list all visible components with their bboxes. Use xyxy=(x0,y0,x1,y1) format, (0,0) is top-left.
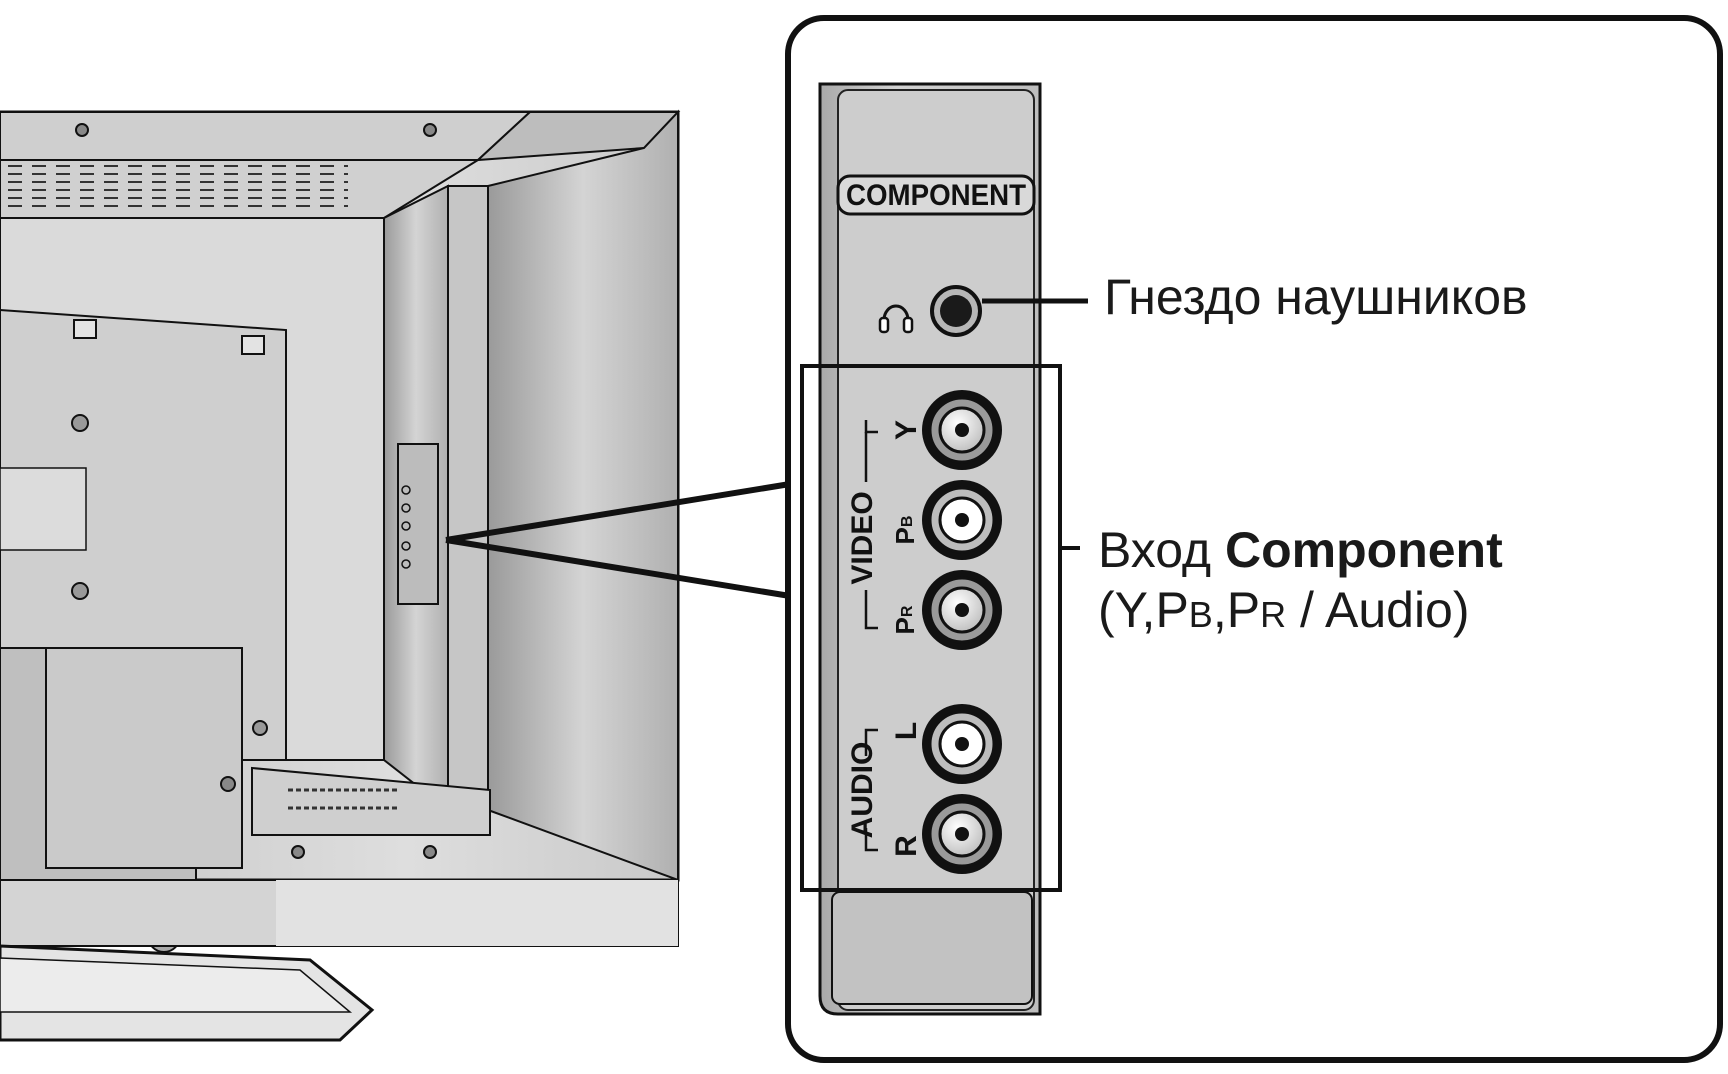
jack-label-pb-main: P xyxy=(890,527,920,544)
component-line2-r: R xyxy=(1260,594,1287,635)
component-callout-bold: Component xyxy=(1225,522,1503,578)
jack-audio-l[interactable] xyxy=(922,704,1002,784)
jack-label-pr-sub: R xyxy=(899,605,916,617)
video-group-label: VIDEO xyxy=(846,491,879,584)
tv-rear-illustration xyxy=(0,109,681,1042)
jack-label-y: Y xyxy=(890,420,923,440)
component-callout-line2: (Y,PB,PR / Audio) xyxy=(1098,580,1503,645)
jack-label-l: L xyxy=(890,722,923,740)
video-bracket xyxy=(864,420,878,630)
svg-text:PR: PR xyxy=(890,605,920,634)
headphone-jack[interactable] xyxy=(930,285,982,337)
jack-label-pb: PB xyxy=(890,516,920,545)
component-panel: COMPONENT VIDEO AUDIO Y PB xyxy=(818,82,1042,1016)
audio-bracket xyxy=(864,728,878,852)
jack-audio-r[interactable] xyxy=(922,794,1002,874)
component-line2-mid: ,P xyxy=(1212,582,1261,638)
component-callout-prefix: Вход xyxy=(1098,522,1226,578)
component-header-badge xyxy=(836,174,1036,216)
svg-text:PB: PB xyxy=(890,516,920,545)
vent-grille xyxy=(8,165,348,273)
jack-pr[interactable] xyxy=(922,570,1002,650)
audio-group-label: AUDIO xyxy=(846,742,879,839)
jack-label-pb-sub: B xyxy=(899,516,916,528)
jack-label-pr-main: P xyxy=(890,617,920,634)
component-highlight-box xyxy=(800,364,1062,892)
jack-label-pr: PR xyxy=(890,605,920,634)
component-callout: Вход Component (Y,PB,PR / Audio) xyxy=(1098,520,1503,645)
headphones-callout: Гнездо наушников xyxy=(1104,269,1528,325)
component-line2-open: (Y,P xyxy=(1098,582,1189,638)
jack-label-r: R xyxy=(890,835,923,857)
component-line2-b: B xyxy=(1188,594,1213,635)
component-line2-close: / Audio) xyxy=(1286,582,1470,638)
jack-pb[interactable] xyxy=(922,480,1002,560)
headphone-icon xyxy=(878,304,914,334)
zoom-callout-lines xyxy=(445,481,791,599)
jack-y[interactable] xyxy=(922,390,1002,470)
component-header-text: COMPONENT xyxy=(846,179,1026,212)
component-callout-line1: Вход Component xyxy=(1098,520,1503,580)
